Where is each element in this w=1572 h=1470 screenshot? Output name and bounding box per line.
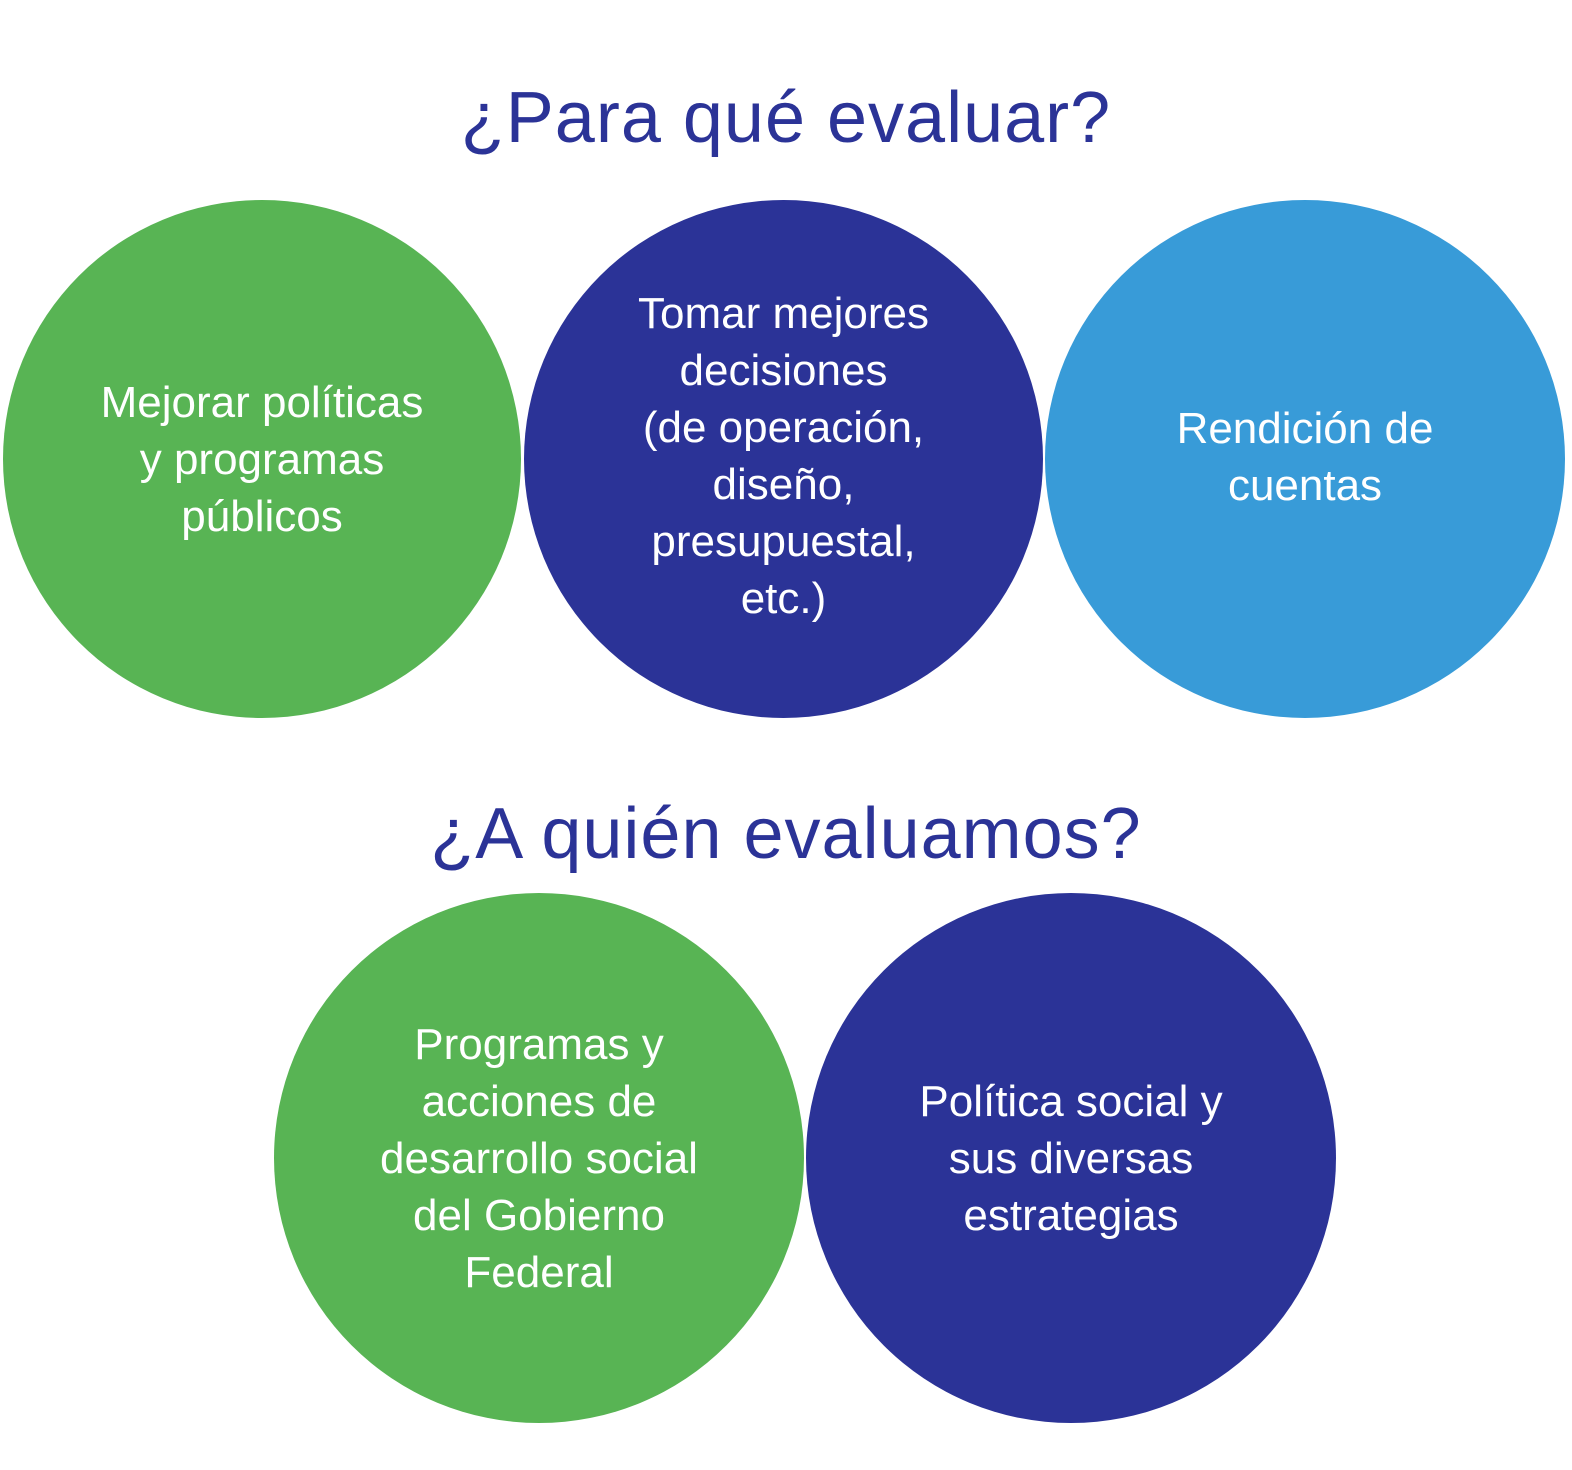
circle-label: Rendición de cuentas [1176,404,1434,510]
circle-label: Mejorar políticas y programas públicos [100,377,424,541]
circle-label: Programas y acciones de desarrollo socia… [380,1019,698,1297]
circle-programas-acciones: Programas y acciones de desarrollo socia… [274,893,804,1423]
circle-politica-social: Política social y sus diversas estrategi… [806,893,1336,1423]
heading-para-que-evaluar: ¿Para qué evaluar? [460,78,1112,158]
circle-label: Tomar mejores decisiones (de operación, … [638,289,929,623]
circle-rendicion-cuentas: Rendición de cuentas [1045,200,1565,718]
circle-label: Política social y sus diversas estrategi… [919,1076,1223,1240]
heading-a-quien-evaluamos: ¿A quién evaluamos? [430,794,1142,874]
circle-tomar-decisiones: Tomar mejores decisiones (de operación, … [524,200,1043,718]
circle-mejorar-politicas: Mejorar políticas y programas públicos [3,200,521,718]
